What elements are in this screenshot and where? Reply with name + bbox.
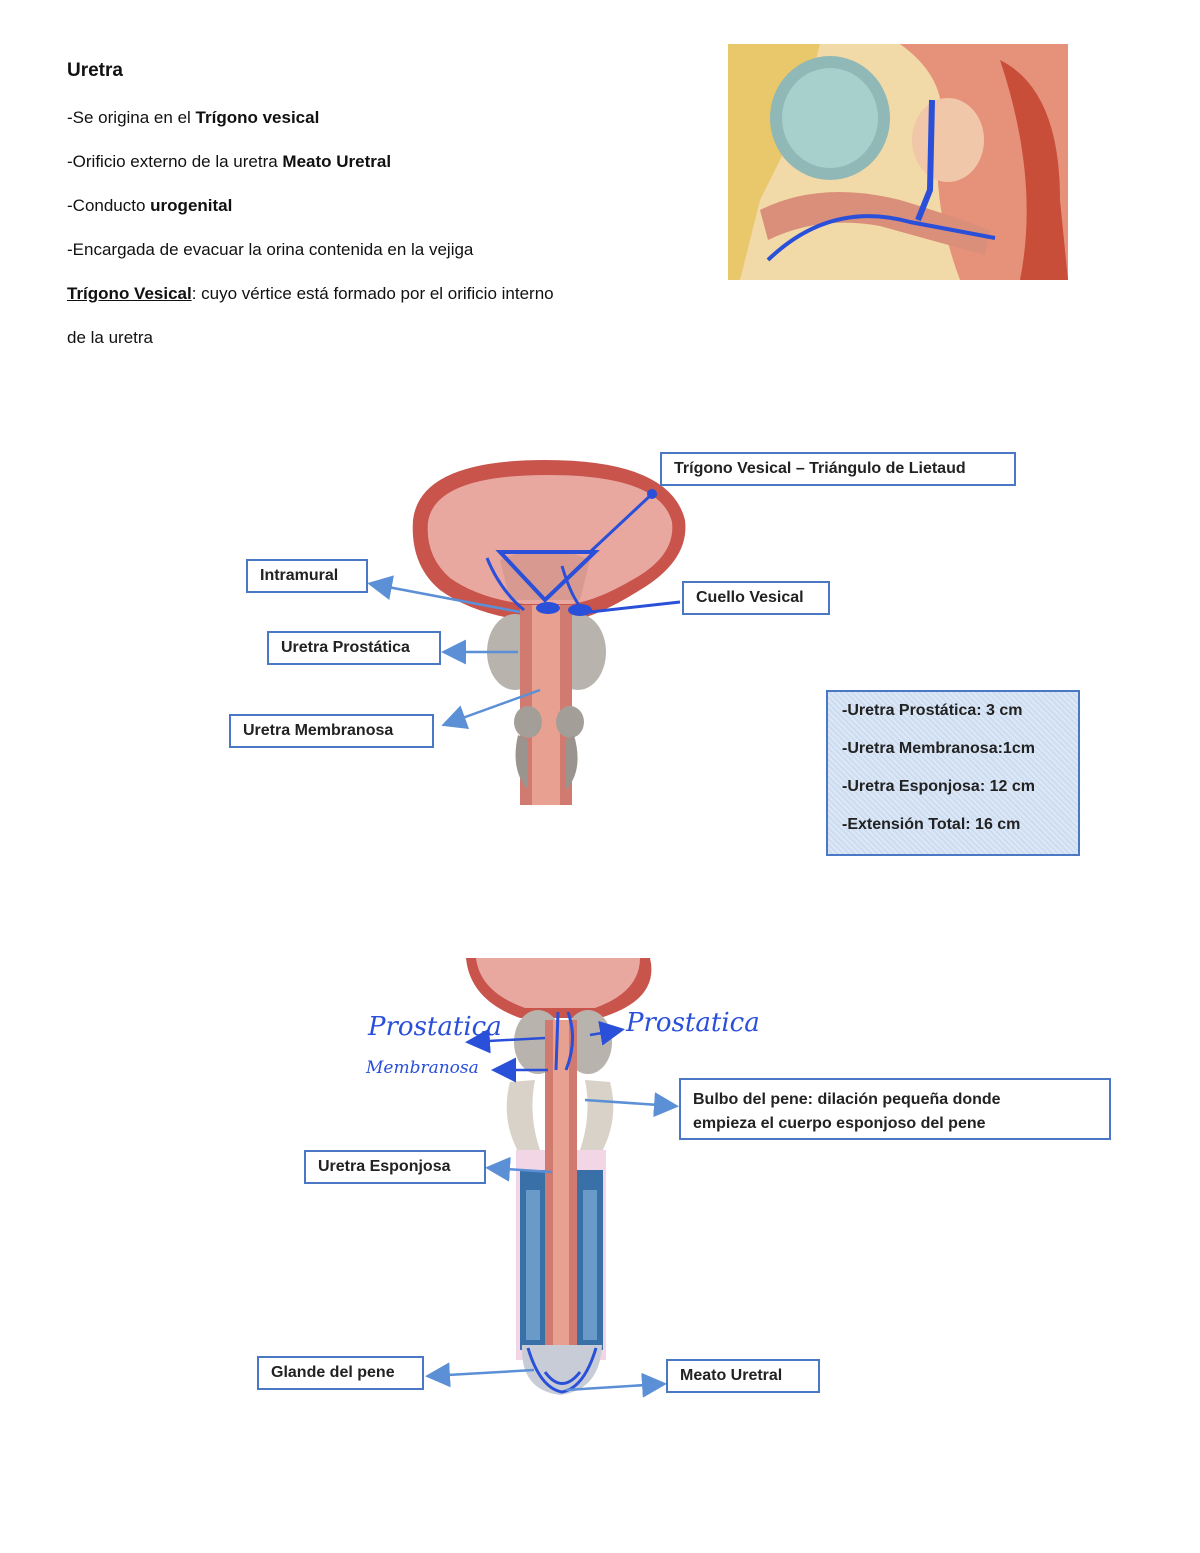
handwritten-prostatica-left: Prostatica [368,1012,502,1042]
label-uretra-membranosa: Uretra Membranosa [229,714,434,748]
length-esponjosa: -Uretra Esponjosa: 12 cm [842,778,1064,796]
label-meato-uretral: Meato Uretral [666,1359,820,1393]
handwritten-prostatica-right: Prostatica [626,1008,760,1038]
length-prostatica: -Uretra Prostática: 3 cm [842,702,1064,720]
length-total: -Extensión Total: 16 cm [842,816,1064,834]
label-trigono-vesical: Trígono Vesical – Triángulo de Lietaud [660,452,1016,486]
length-membranosa: -Uretra Membranosa:1cm [842,740,1064,758]
label-uretra-esponjosa: Uretra Esponjosa [304,1150,486,1184]
urethra-lengths-box: -Uretra Prostática: 3 cm -Uretra Membran… [826,690,1080,856]
label-intramural: Intramural [246,559,368,593]
sagittal-pelvis-image [728,44,1068,280]
label-uretra-prostatica: Uretra Prostática [267,631,441,665]
label-glande-del-pene: Glande del pene [257,1356,424,1390]
label-cuello-vesical: Cuello Vesical [682,581,830,615]
bladder-coronal-image [413,460,686,805]
handwritten-membranosa: Membranosa [366,1058,479,1078]
label-bulbo-del-pene: Bulbo del pene: dilación pequeña donde e… [679,1078,1111,1140]
